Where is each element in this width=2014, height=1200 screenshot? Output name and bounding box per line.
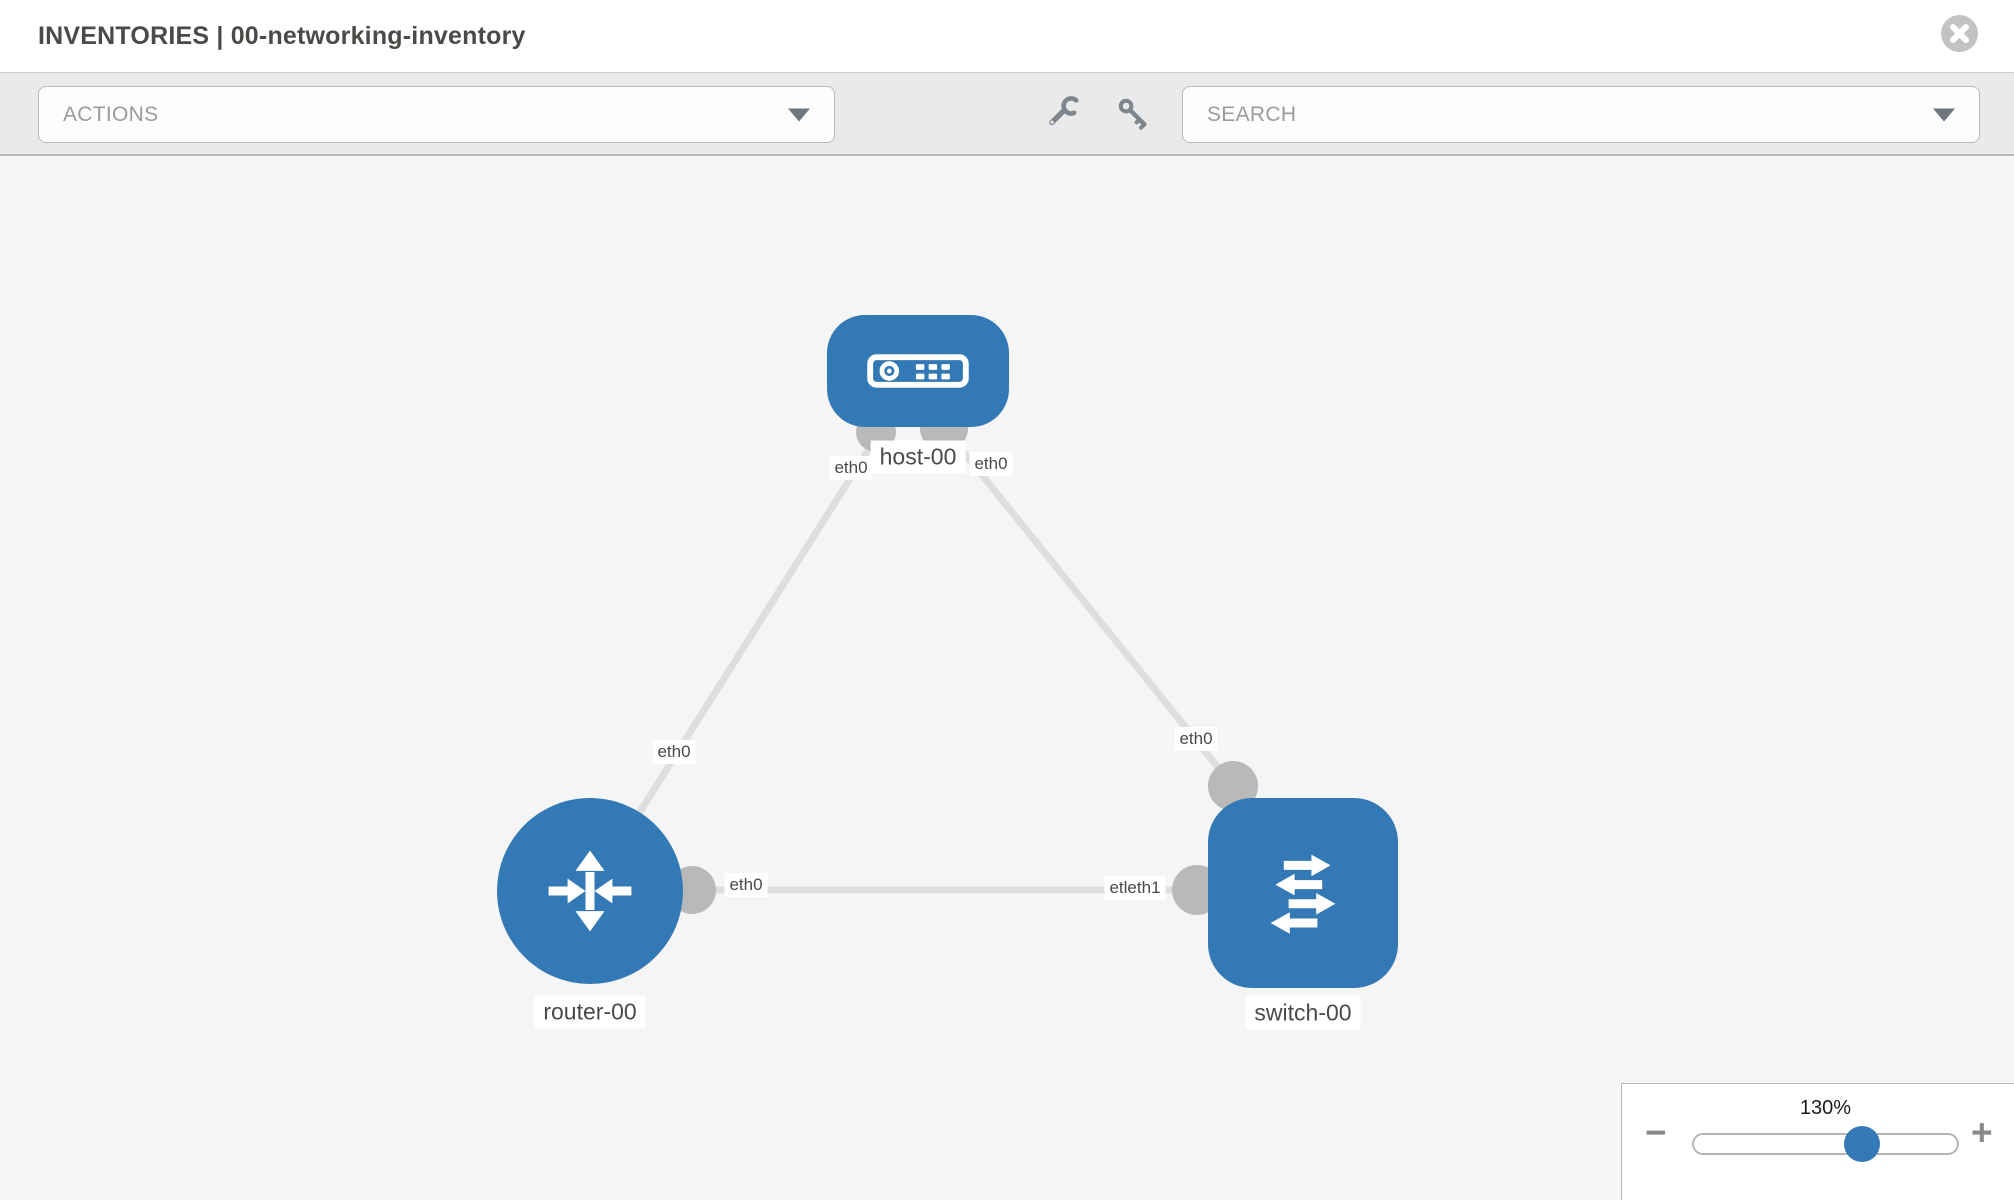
zoom-in-button[interactable]: + xyxy=(1971,1112,1993,1153)
interface-label: eth0 xyxy=(969,452,1013,476)
node-router-00[interactable] xyxy=(497,798,683,984)
chevron-down-icon xyxy=(788,108,810,121)
switch-icon xyxy=(1270,854,1336,934)
toolbar: ACTIONS SEARCH xyxy=(0,72,2014,156)
actions-dropdown[interactable]: ACTIONS xyxy=(38,86,835,143)
node-label-router-00: router-00 xyxy=(534,995,646,1029)
zoom-panel: 130% − + xyxy=(1621,1083,2014,1200)
chevron-down-icon xyxy=(1933,108,1955,121)
zoom-slider-handle[interactable] xyxy=(1844,1126,1881,1162)
configure-button[interactable] xyxy=(1046,95,1082,132)
links-layer xyxy=(587,369,1258,915)
close-icon xyxy=(1950,24,1969,43)
topology-canvas[interactable]: host-00 router-00 switch-00 eth0 eth0 eth0 eth… xyxy=(0,156,2014,1200)
interface-label: eth0 xyxy=(829,456,873,480)
credentials-button[interactable] xyxy=(1116,96,1152,132)
close-button[interactable] xyxy=(1941,15,1978,52)
router-icon xyxy=(548,850,632,932)
interface-label: eth0 xyxy=(652,740,696,764)
node-switch-00[interactable] xyxy=(1208,798,1398,988)
node-label-host-00: host-00 xyxy=(870,440,966,474)
actions-dropdown-label: ACTIONS xyxy=(63,102,159,126)
search-dropdown-label: SEARCH xyxy=(1207,102,1297,126)
zoom-slider[interactable] xyxy=(1692,1126,1959,1162)
node-host-00[interactable] xyxy=(827,315,1009,427)
wrench-icon xyxy=(1049,95,1079,125)
link-line[interactable] xyxy=(941,425,1236,789)
page-title: INVENTORIES | 00-networking-inventory xyxy=(38,21,526,50)
interface-label: eth0 xyxy=(1174,727,1218,751)
interface-label: etleth1 xyxy=(1104,876,1166,900)
zoom-out-button[interactable]: − xyxy=(1645,1112,1667,1153)
search-dropdown[interactable]: SEARCH xyxy=(1182,86,1980,143)
node-label-switch-00: switch-00 xyxy=(1245,996,1361,1030)
zoom-level: 130% xyxy=(1799,1097,1852,1119)
interface-label: eth0 xyxy=(724,873,768,897)
key-icon xyxy=(1118,98,1147,130)
page-header: INVENTORIES | 00-networking-inventory xyxy=(0,0,2014,72)
host-icon xyxy=(867,354,969,388)
